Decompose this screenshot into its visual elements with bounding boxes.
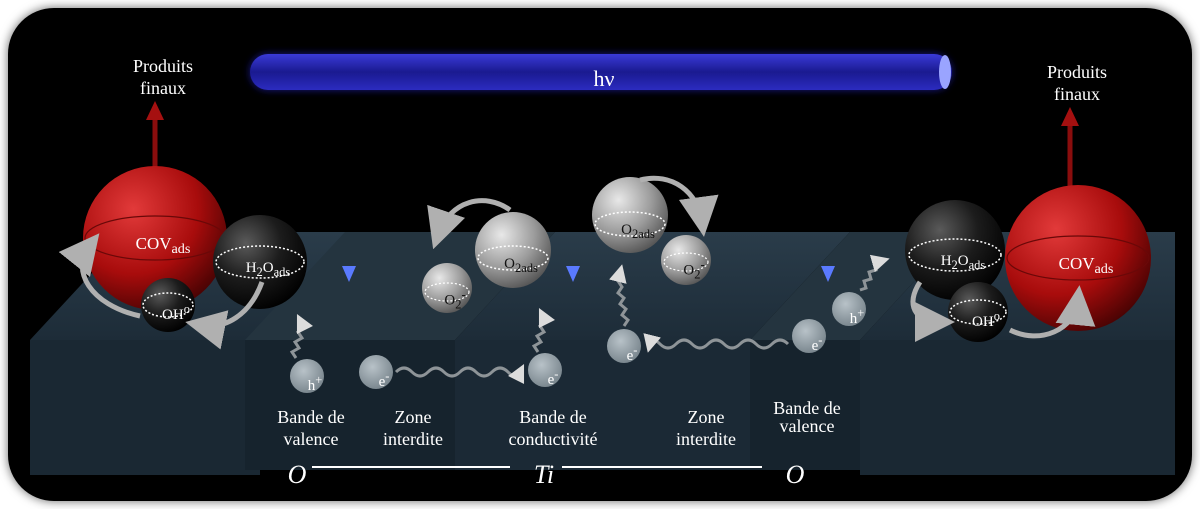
h2o-right-label: H2Oads xyxy=(940,253,986,272)
charge-carriers xyxy=(290,292,866,393)
products-label-right: Produits finaux xyxy=(1046,62,1107,104)
light-beam xyxy=(250,54,952,90)
electron-gap-left-label: e- xyxy=(378,369,390,390)
products-label-left: Produits finaux xyxy=(132,56,193,98)
electron-gap-right-label: e- xyxy=(811,333,823,354)
light-arrows xyxy=(342,118,835,282)
diagram-graphics xyxy=(30,54,1175,475)
chain-titanium: Ti xyxy=(533,460,555,489)
cov-right-label: COVads xyxy=(1058,253,1114,278)
cov-left-label: COVads xyxy=(135,233,191,258)
o2-superoxide-right-label: O2- xyxy=(683,257,705,282)
oh-right-label: OHo xyxy=(972,309,1000,330)
valence-band-right-label: Bande de valence xyxy=(773,398,841,436)
hole-right-label: h+ xyxy=(849,306,865,327)
hole-left-label: h+ xyxy=(307,373,323,394)
light-label: hν xyxy=(593,66,615,91)
chain-oxygen-left: O xyxy=(287,460,307,489)
o2ads-left-label: O2ads xyxy=(504,256,538,275)
left-cluster xyxy=(58,166,307,350)
electron-cb-left-label: e- xyxy=(547,367,559,388)
band-gap-left-label: Zone interdite xyxy=(383,407,443,449)
h2o-left-label: H2Oads xyxy=(245,260,291,279)
valence-band-left-label: Bande de valence xyxy=(277,407,345,449)
oh-left-label: OHo xyxy=(162,302,190,323)
o2ads-right-label: O2ads xyxy=(621,222,655,241)
band-gap-right-label: Zone interdite xyxy=(676,407,736,449)
migration-arrows xyxy=(289,254,890,385)
conduction-band-label: Bande de conductivité xyxy=(508,407,598,449)
o2-cycle-left xyxy=(422,198,551,313)
electron-cb-right-label: e- xyxy=(626,343,638,364)
o2-cycle-right xyxy=(592,175,719,285)
diagram-frame: hν Produits finaux Produits finaux COVad… xyxy=(8,8,1192,501)
right-cluster xyxy=(905,185,1151,342)
o2-superoxide-left-label: O2- xyxy=(444,287,466,312)
chain-oxygen-right: O xyxy=(785,460,805,489)
